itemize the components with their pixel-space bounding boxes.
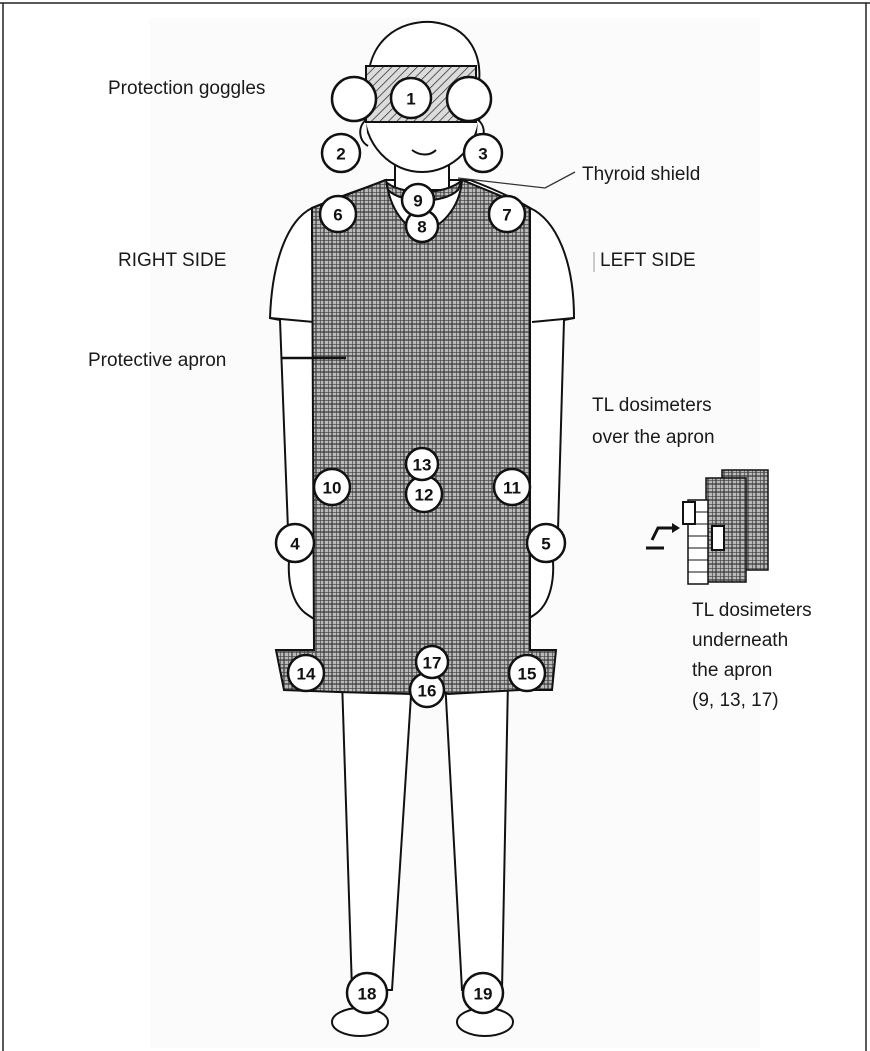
dosimeter-15: 15 [509, 655, 545, 691]
label-under-apron-line2: underneath [692, 630, 788, 651]
dosimeter-18: 18 [347, 973, 387, 1013]
dosimeter-number: 8 [417, 218, 426, 237]
dosimeter-number: 7 [502, 206, 511, 225]
label-under-apron-line1: TL dosimeters [692, 600, 812, 621]
dosimeter-13: 13 [406, 448, 438, 480]
dosimeter-number: 19 [474, 985, 493, 1004]
label-over-apron-line1: TL dosimeters [592, 395, 712, 416]
goggle-lens-1 [332, 77, 376, 121]
dosimeter-11: 11 [494, 469, 530, 505]
label-right-side: RIGHT SIDE [118, 250, 226, 271]
dosimeter-number: 2 [336, 145, 345, 164]
goggle-lens-2 [447, 77, 491, 121]
label-under-apron-line3: the apron [692, 660, 772, 681]
dosimeter-number: 9 [413, 192, 422, 211]
dosimeter-12: 12 [406, 476, 442, 512]
dosimeter-number: 4 [290, 535, 300, 554]
dosimeter-number: 14 [297, 665, 316, 684]
dosimeter-5: 5 [527, 524, 565, 562]
inset-dosimeter-over [683, 502, 695, 524]
dosimeter-number: 11 [503, 479, 521, 498]
dosimeter-number: 1 [406, 90, 415, 109]
dosimeter-number: 13 [413, 456, 432, 475]
dosimeter-number: 17 [423, 654, 442, 673]
dosimeter-number: 15 [518, 665, 537, 684]
dosimeter-14: 14 [288, 655, 324, 691]
dosimeter-number: 5 [541, 535, 550, 554]
dosimeter-19: 19 [463, 973, 503, 1013]
dosimeter-7: 7 [489, 196, 525, 232]
protective-apron [276, 180, 556, 694]
label-under-apron-line4: (9, 13, 17) [692, 690, 779, 711]
dosimeter-2: 2 [322, 134, 360, 172]
dosimeter-number: 18 [358, 985, 377, 1004]
dosimeter-17: 17 [416, 646, 448, 678]
dosimeter-number: 16 [418, 682, 437, 701]
dosimeter-9: 9 [402, 184, 434, 216]
dosimeter-4: 4 [276, 524, 314, 562]
label-left-side: LEFT SIDE [600, 250, 696, 271]
dosimeter-3: 3 [464, 134, 502, 172]
dosimeter-number: 12 [415, 486, 434, 505]
dosimeter-1: 1 [391, 78, 431, 118]
dosimeter-number: 6 [333, 206, 342, 225]
dosimeter-number: 10 [323, 479, 342, 498]
label-protection-goggles: Protection goggles [108, 78, 265, 99]
label-thyroid-shield: Thyroid shield [582, 164, 700, 185]
label-over-apron-line2: over the apron [592, 427, 715, 448]
label-protective-apron: Protective apron [88, 350, 226, 371]
dosimeter-10: 10 [314, 469, 350, 505]
inset-dosimeter-under [712, 526, 724, 550]
dosimeter-number: 3 [478, 145, 487, 164]
dosimeter-6: 6 [320, 196, 356, 232]
